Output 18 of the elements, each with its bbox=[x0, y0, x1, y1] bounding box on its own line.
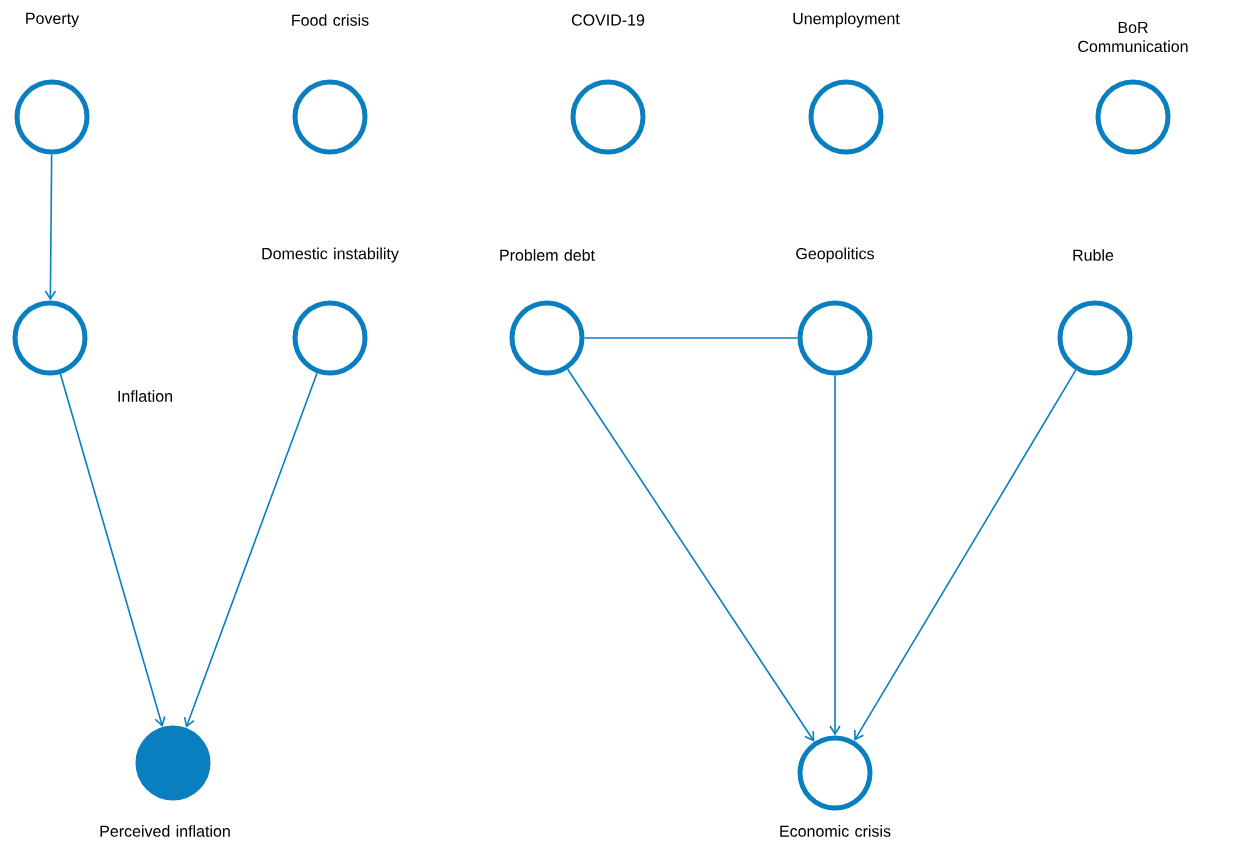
node-label: Perceived inflation bbox=[100, 825, 230, 837]
arrow bbox=[566, 368, 815, 742]
node-label: Food crisis bbox=[292, 14, 369, 26]
node-label: Unemployment bbox=[793, 12, 900, 28]
node-label: Poverty bbox=[26, 12, 80, 28]
node-label: Economic crisis bbox=[780, 825, 891, 837]
node-label: BoR Communication bbox=[1078, 21, 1188, 53]
arrow bbox=[854, 369, 1077, 741]
node-label: COVID-19 bbox=[571, 14, 645, 26]
node-label: Inflation bbox=[118, 390, 172, 402]
node-label: Geopolitics bbox=[796, 247, 874, 263]
arrow bbox=[44, 153, 57, 301]
arrow bbox=[183, 372, 318, 728]
arrow bbox=[829, 374, 841, 736]
node-label: Problem debt bbox=[500, 249, 595, 261]
node-label: Ruble bbox=[1073, 249, 1114, 261]
node-label: Domestic instability bbox=[262, 247, 399, 263]
arrow bbox=[59, 373, 166, 727]
